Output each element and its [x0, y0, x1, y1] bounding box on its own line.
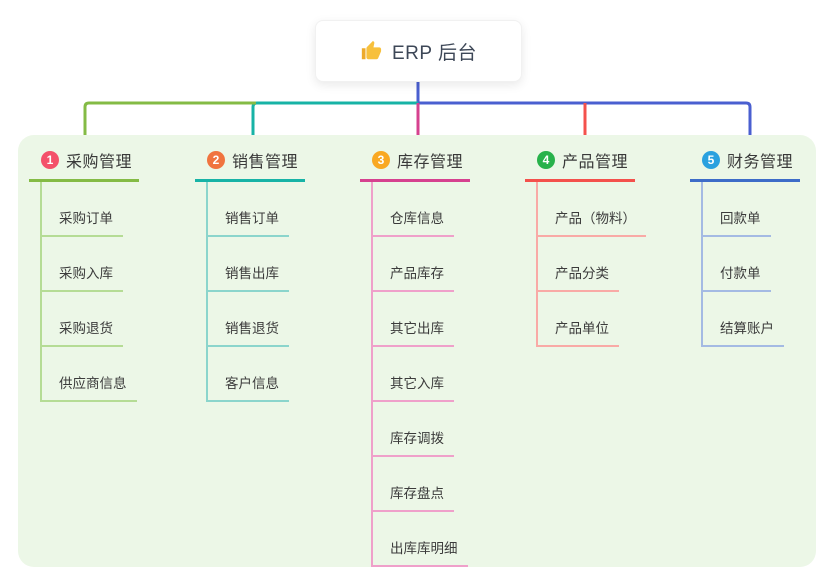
branch-inventory: 3 库存管理 仓库信息产品库存其它出库其它入库库存调拨库存盘点出库库明细: [360, 148, 470, 567]
root-node-label: ERP 后台: [391, 42, 477, 64]
child-row: 产品库存: [373, 237, 470, 292]
child-row: 付款单: [703, 237, 800, 292]
node-sales-child[interactable]: 销售订单: [208, 211, 289, 237]
child-row: 其它出库: [373, 292, 470, 347]
branch-label: 产品管理: [562, 154, 629, 171]
node-product-child[interactable]: 产品单位: [538, 321, 619, 347]
branch-label: 财务管理: [727, 154, 794, 171]
node-inventory-child[interactable]: 出库库明细: [373, 541, 468, 567]
child-row: 库存调拨: [373, 402, 470, 457]
node-inventory-child[interactable]: 仓库信息: [373, 211, 454, 237]
node-inventory-child[interactable]: 其它入库: [373, 376, 454, 402]
child-row: 客户信息: [208, 347, 305, 402]
node-product[interactable]: 4 产品管理: [525, 148, 635, 182]
node-product-child[interactable]: 产品分类: [538, 266, 619, 292]
branch-children: 回款单付款单结算账户: [701, 182, 800, 347]
child-row: 产品（物料）: [538, 182, 646, 237]
node-purchase-child[interactable]: 采购订单: [42, 211, 123, 237]
node-purchase-child[interactable]: 供应商信息: [42, 376, 137, 402]
child-row: 产品单位: [538, 292, 646, 347]
branch-children: 仓库信息产品库存其它出库其它入库库存调拨库存盘点出库库明细: [371, 182, 470, 567]
child-row: 回款单: [703, 182, 800, 237]
child-row: 产品分类: [538, 237, 646, 292]
child-row: 采购入库: [42, 237, 139, 292]
node-inventory[interactable]: 3 库存管理: [360, 148, 470, 182]
thumbs-up-icon: [361, 40, 382, 60]
node-purchase[interactable]: 1 采购管理: [29, 148, 139, 182]
child-row: 销售出库: [208, 237, 305, 292]
panel: 1 采购管理 采购订单采购入库采购退货供应商信息 2 销售管理 销售订单销售出库…: [18, 135, 816, 567]
node-product-child[interactable]: 产品（物料）: [538, 211, 646, 237]
child-row: 仓库信息: [373, 182, 470, 237]
branch-children: 产品（物料） 产品分类产品单位: [536, 182, 646, 347]
child-row: 出库库明细: [373, 512, 470, 567]
node-inventory-child[interactable]: 库存盘点: [373, 486, 454, 512]
branch-number-badge: 2: [207, 151, 225, 169]
branch-sales: 2 销售管理 销售订单销售出库销售退货客户信息: [195, 148, 305, 402]
branch-number-badge: 3: [372, 151, 390, 169]
node-purchase-child[interactable]: 采购退货: [42, 321, 123, 347]
node-sales-child[interactable]: 销售退货: [208, 321, 289, 347]
branch-product: 4 产品管理 产品（物料） 产品分类产品单位: [525, 148, 646, 347]
node-inventory-child[interactable]: 库存调拨: [373, 431, 454, 457]
node-sales-child[interactable]: 客户信息: [208, 376, 289, 402]
child-row: 其它入库: [373, 347, 470, 402]
branch-number-badge: 5: [702, 151, 720, 169]
branch-purchase: 1 采购管理 采购订单采购入库采购退货供应商信息: [29, 148, 139, 402]
node-purchase-child[interactable]: 采购入库: [42, 266, 123, 292]
child-row: 销售订单: [208, 182, 305, 237]
node-inventory-child[interactable]: 其它出库: [373, 321, 454, 347]
branch-label: 库存管理: [397, 154, 464, 171]
node-finance-child[interactable]: 付款单: [703, 266, 771, 292]
node-finance-child[interactable]: 结算账户: [703, 321, 784, 347]
child-row: 供应商信息: [42, 347, 139, 402]
branch-label: 采购管理: [66, 154, 133, 171]
child-row: 结算账户: [703, 292, 800, 347]
child-row: 库存盘点: [373, 457, 470, 512]
node-finance[interactable]: 5 财务管理: [690, 148, 800, 182]
node-finance-child[interactable]: 回款单: [703, 211, 771, 237]
node-inventory-child[interactable]: 产品库存: [373, 266, 454, 292]
child-row: 采购退货: [42, 292, 139, 347]
branch-number-badge: 4: [537, 151, 555, 169]
child-row: 销售退货: [208, 292, 305, 347]
branch-children: 采购订单采购入库采购退货供应商信息: [40, 182, 139, 402]
node-sales[interactable]: 2 销售管理: [195, 148, 305, 182]
child-row: 采购订单: [42, 182, 139, 237]
branch-finance: 5 财务管理 回款单付款单结算账户: [690, 148, 800, 347]
branch-number-badge: 1: [41, 151, 59, 169]
root-node-erp[interactable]: ERP 后台: [315, 20, 522, 82]
node-sales-child[interactable]: 销售出库: [208, 266, 289, 292]
branch-children: 销售订单销售出库销售退货客户信息: [206, 182, 305, 402]
branch-label: 销售管理: [232, 154, 299, 171]
